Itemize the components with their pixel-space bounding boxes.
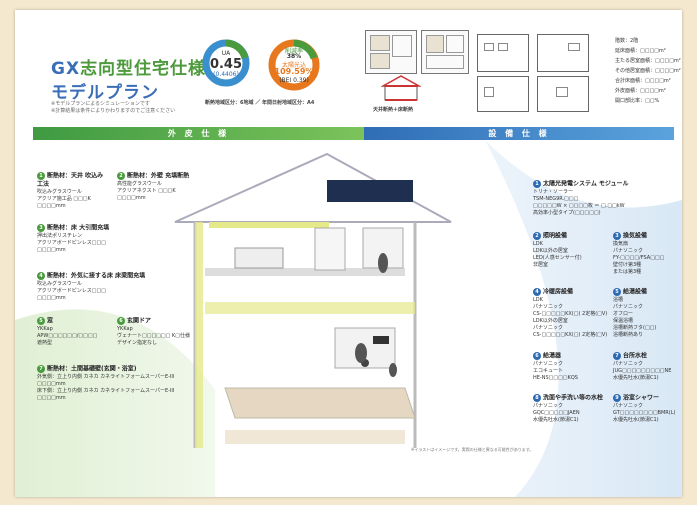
title-main: 志向型住宅仕様 (80, 59, 207, 79)
floor-plan-2f (421, 30, 469, 74)
disclaimer: ※イラストはイメージです。実際の仕様と異なる可能性があります。 (411, 447, 534, 452)
title-line2: モデルプラン (51, 83, 159, 103)
elevation-left (537, 76, 589, 112)
insulation-diagram (381, 75, 421, 101)
energy-value2: 109.59% (274, 67, 314, 76)
elevation-rear (477, 76, 529, 112)
solar-panel (327, 180, 413, 202)
ua-sub: (0.4406) (213, 71, 239, 78)
spec-row-opening: 開口部比率：□□% (615, 98, 660, 104)
energy-label: 削減率 (284, 48, 303, 55)
floor-plan-1f (365, 30, 417, 74)
section-envelope-header: 外 皮 仕 様 (33, 127, 364, 140)
spec-row-envelope: 外皮面積：□□□□m² (615, 88, 666, 94)
energy-ring (268, 39, 320, 91)
title-line1: GX志向型住宅仕様 (51, 54, 206, 79)
note-2: ※計算結果は条件によりかわりますのでご注意ください (51, 108, 176, 114)
spec-row-floors: 階数：2階 (615, 38, 639, 44)
title-prefix: GX (51, 59, 81, 79)
spec-row-floor-total: 合計床面積：□□□□m² (615, 78, 671, 84)
ua-label: UA (221, 50, 231, 57)
elevation-front (477, 34, 529, 72)
ua-ring (202, 39, 250, 87)
elevation-side (537, 34, 589, 72)
region-text: 断熱地域区分：6地域 ／ 年間日射地域区分：A4 (205, 100, 315, 106)
ua-value: 0.45 (209, 57, 243, 72)
spec-row-main-room: 主たる居室面積：□□□□m² (615, 58, 681, 64)
energy-sub: (BEI 0.39) (279, 77, 309, 84)
spec-row-total-area: 延床面積：□□□□m² (615, 48, 666, 54)
energy-label2: 太陽光込 (281, 62, 306, 69)
house-illustration (174, 152, 452, 448)
spec-row-other-room: その他居室面積：□□□□m² (615, 68, 681, 74)
insulation-caption: 天井断熱＋床断熱 (373, 107, 414, 113)
energy-value1: 38% (286, 53, 302, 60)
note-1: ※モデルプランによるシミュレーションです (51, 101, 150, 107)
brochure-sheet: GX志向型住宅仕様 モデルプラン ※モデルプランによるシミュレーションです ※計… (15, 10, 682, 497)
background-sweep (15, 140, 682, 497)
section-equipment-header: 設 備 仕 様 (364, 127, 674, 140)
